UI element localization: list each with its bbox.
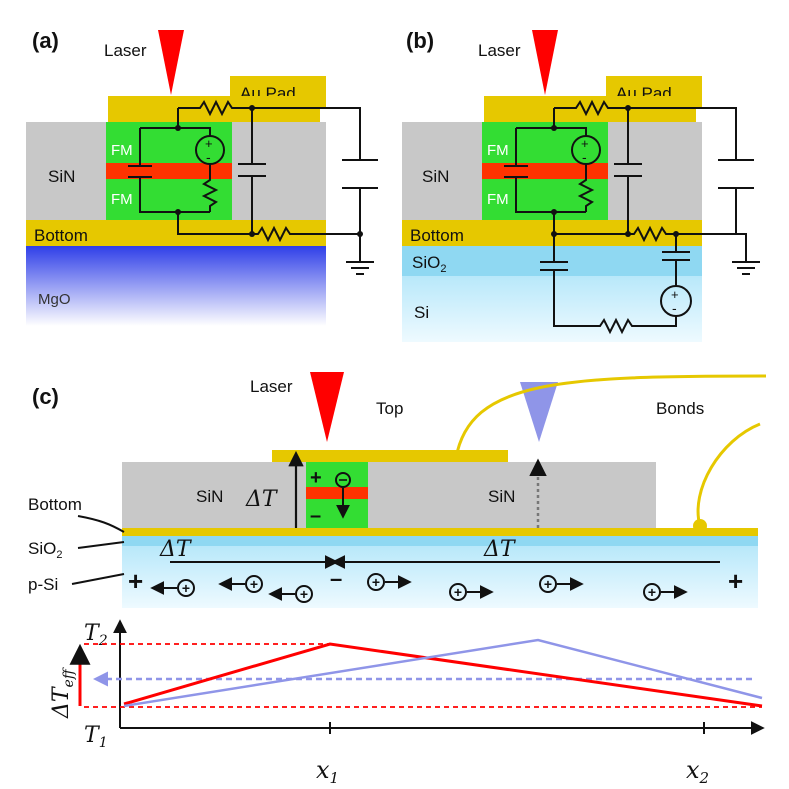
- delta-t-right: ΔT: [483, 537, 517, 562]
- sio2-label-c: SiO2: [28, 539, 62, 561]
- fm-top-label-b: FM: [487, 142, 509, 159]
- laser-label-a: Laser: [104, 41, 147, 60]
- panel-c: (c) Laser Top Bonds SiN SiN + – ΔT: [28, 372, 767, 608]
- mgo-label-a: MgO: [38, 291, 71, 308]
- laser-label-b: Laser: [478, 41, 521, 60]
- panel-b: (b) Laser Au Pad SiN FM FM Bottom SiO2 S…: [402, 28, 760, 342]
- svg-text:+: +: [581, 136, 589, 151]
- junction-minus: –: [310, 505, 321, 527]
- probe-beam-c: [520, 382, 558, 442]
- hole-symbol: +: [544, 576, 552, 592]
- sio2-layer-c: [122, 536, 758, 546]
- svg-text:+: +: [205, 136, 213, 151]
- panel-a: (a) Laser Au Pad SiN FM FM Bottom MgO: [26, 28, 378, 326]
- hole-symbol: +: [182, 580, 190, 596]
- bond-wire-bottom: [696, 422, 761, 527]
- tunnel-barrier-b: [482, 163, 608, 179]
- hole-carriers: + + + + + + +: [150, 573, 688, 603]
- panel-c-label: (c): [32, 384, 59, 409]
- temperature-profile-plot: T2 T1 x1 x2 ΔTeff: [49, 619, 765, 787]
- hole-carrier: +: [539, 575, 584, 593]
- delta-t-left: ΔT: [159, 537, 193, 562]
- panel-a-label: (a): [32, 28, 59, 53]
- profile-probe: [123, 638, 763, 708]
- sin-left-label-c: SiN: [196, 487, 223, 506]
- hole-icon-junction: [335, 472, 351, 488]
- hole-carrier: +: [367, 573, 412, 591]
- sin-right-label-c: SiN: [488, 487, 515, 506]
- top-label-c: Top: [376, 399, 403, 418]
- hole-carrier: +: [449, 583, 494, 601]
- bottom-electrode-c: [122, 528, 758, 536]
- svg-text:-: -: [672, 300, 677, 316]
- charge-plus-left: +: [128, 566, 143, 596]
- bottom-label-c: Bottom: [28, 495, 82, 514]
- laser-beam-a: [158, 30, 184, 95]
- junction-plus: +: [310, 467, 322, 489]
- svg-text:-: -: [582, 149, 587, 165]
- charge-plus-right: +: [728, 566, 743, 596]
- hole-symbol: +: [648, 584, 656, 600]
- x2-label: x2: [686, 756, 709, 787]
- hole-carrier: +: [268, 585, 313, 603]
- hole-symbol: +: [250, 576, 258, 592]
- t1-label: T1: [84, 723, 108, 751]
- sio2-label-b: SiO2: [412, 253, 446, 275]
- sin-label-b: SiN: [422, 167, 449, 186]
- hole-carrier: +: [218, 575, 263, 593]
- laser-label-c: Laser: [250, 377, 293, 396]
- profile-laser-heated: [123, 642, 763, 708]
- svg-text:-: -: [206, 149, 211, 165]
- bond-wire-top: [454, 374, 767, 459]
- svg-text:+: +: [671, 287, 679, 302]
- psi-label-c: p-Si: [28, 575, 58, 594]
- equivalent-circuit-a: + -: [128, 99, 378, 275]
- delta-teff-label: ΔTeff: [49, 667, 77, 719]
- x1-label: x1: [316, 756, 339, 787]
- hole-symbol: +: [300, 586, 308, 602]
- sin-label-a: SiN: [48, 167, 75, 186]
- laser-beam-b: [532, 30, 558, 95]
- bonds-label-c: Bonds: [656, 399, 704, 418]
- psi-substrate-c: [122, 546, 758, 608]
- panel-b-label: (b): [406, 28, 434, 53]
- mgo-substrate-a: [26, 246, 326, 326]
- laser-beam-c: [310, 372, 344, 442]
- voltage-source-icon-b2: [660, 285, 692, 317]
- junction-barrier-c: [306, 487, 368, 499]
- fm-bottom-label-a: FM: [111, 191, 133, 208]
- sin-layer-c: [122, 462, 656, 528]
- si-substrate-b: [402, 276, 702, 342]
- hole-symbol: +: [454, 584, 462, 600]
- t2-label: T2: [84, 621, 108, 649]
- hole-symbol: +: [372, 574, 380, 590]
- si-label-b: Si: [414, 303, 429, 322]
- hole-carrier: +: [643, 583, 688, 601]
- tunnel-barrier-a: [106, 163, 232, 179]
- delta-t-vertical: ΔT: [245, 487, 279, 512]
- charge-minus-middle: –: [330, 566, 342, 591]
- hole-carrier: +: [150, 579, 195, 597]
- fm-top-label-a: FM: [111, 142, 133, 159]
- bottom-label-a: Bottom: [34, 226, 88, 245]
- fm-bottom-label-b: FM: [487, 191, 509, 208]
- bottom-label-b: Bottom: [410, 226, 464, 245]
- equivalent-circuit-b: + - + -: [504, 99, 760, 335]
